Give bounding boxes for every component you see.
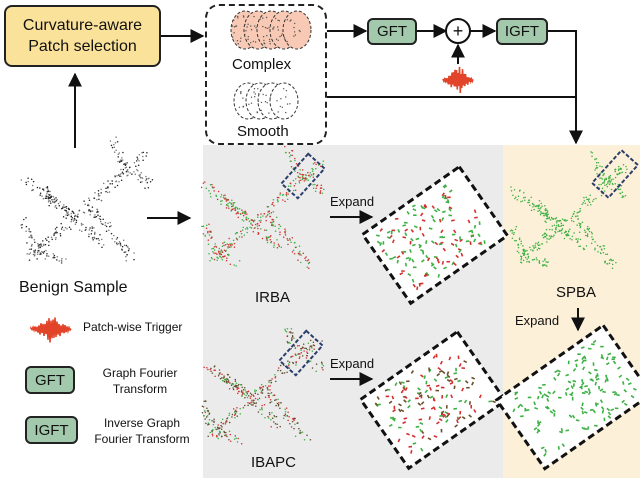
curvature-aware-patch-selection-box: Curvature-aware Patch selection	[4, 5, 161, 67]
trigger-wave-legend	[30, 317, 72, 343]
irba-label: IRBA	[255, 289, 291, 306]
spba-highlight-box	[590, 148, 640, 200]
benign-sample-label: Benign Sample	[19, 279, 128, 296]
plus-circle	[445, 18, 471, 44]
legend-trigger-label: Patch-wise Trigger	[83, 320, 183, 334]
spba-airplane-pointcloud	[509, 151, 628, 270]
spba-expand-label: Expand	[515, 313, 560, 328]
arrow-igft-to-spba	[547, 30, 583, 145]
irba-expanded-patch	[360, 164, 510, 306]
spba-label: SPBA	[556, 284, 597, 301]
spba-expanded-patch	[494, 323, 640, 471]
plus-sign: +	[453, 21, 464, 41]
legend-igft-tag: IGFT	[25, 416, 78, 444]
smooth-patches-icon	[233, 82, 299, 120]
ibapc-airplane-pointcloud	[201, 327, 325, 445]
ibapc-expanded-patch	[358, 329, 508, 471]
irba-airplane-pointcloud	[200, 145, 325, 270]
patch-selection-line1: Curvature-aware	[22, 17, 143, 34]
gft-box: GFT	[367, 18, 417, 45]
smooth-label: Smooth	[237, 123, 289, 140]
benign-airplane-pointcloud	[20, 136, 154, 264]
irba-expand-label: Expand	[330, 194, 375, 209]
igft-box: IGFT	[496, 18, 548, 45]
trigger-wave-top	[442, 66, 474, 94]
patch-group-box	[205, 4, 327, 145]
ibapc-label: IBAPC	[251, 454, 297, 471]
patch-selection-line2: Patch selection	[28, 38, 137, 55]
complex-label: Complex	[232, 56, 292, 73]
irba-highlight-box	[280, 152, 326, 200]
ibapc-expand-label: Expand	[330, 356, 375, 371]
ibapc-highlight-box	[278, 329, 324, 377]
legend-gft-tag: GFT	[25, 366, 75, 394]
